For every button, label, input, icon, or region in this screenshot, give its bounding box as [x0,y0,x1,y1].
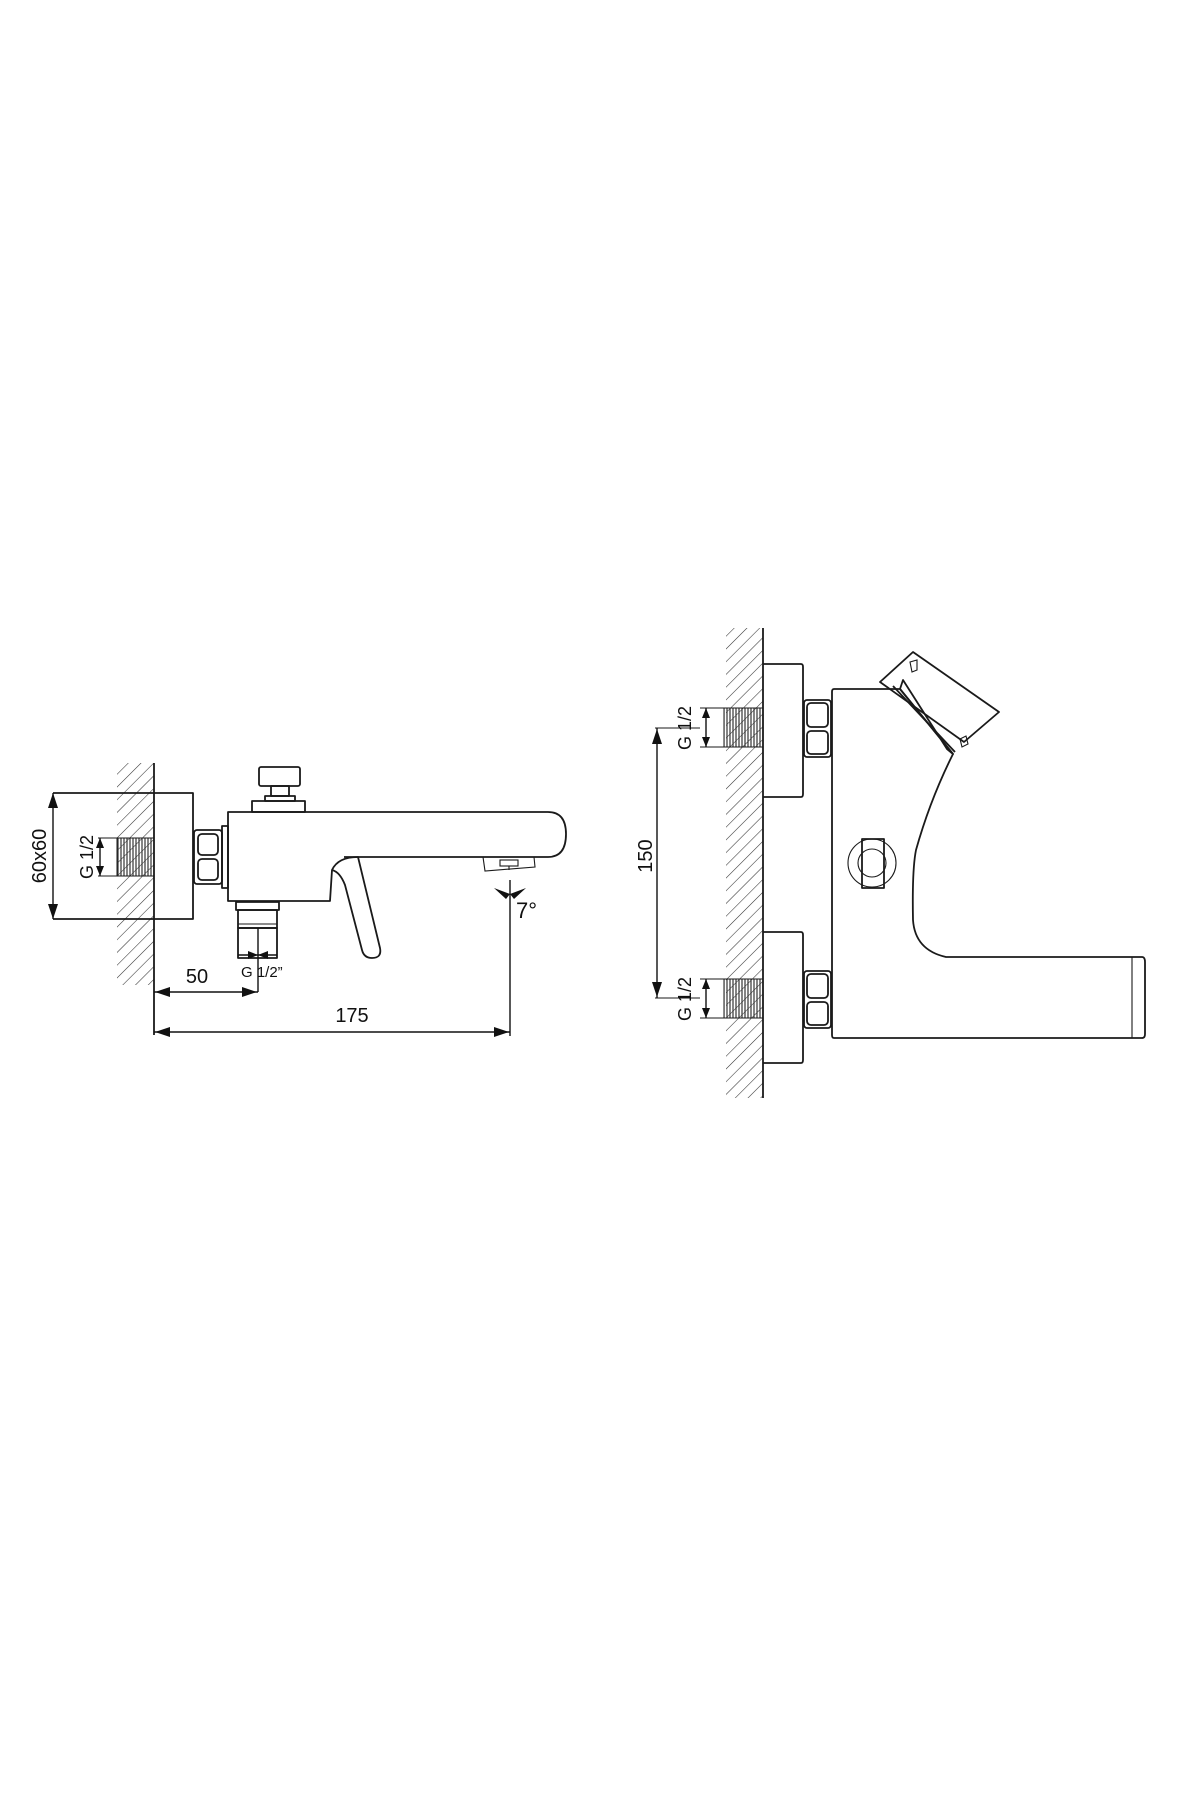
lower-rosette [763,931,804,1064]
dim-outlet-thread: G 1/2” [238,951,283,981]
dim-inlet-spacing: 150 [635,727,700,999]
wall-thread [98,837,155,877]
dim-projection: 175 [154,880,511,1037]
dim-spout-angle: 7° [494,888,537,923]
dim-upper-thread: G 1/2 [675,706,710,750]
wall-hatch-left [117,763,155,1035]
label-upper-thread: G 1/2 [675,706,695,750]
upper-connector-nut [803,699,832,758]
dim-lower-thread: G 1/2 [675,977,710,1021]
wall-hatch-right [726,628,764,1098]
lever-handle [331,856,382,959]
label-outlet-offset: 50 [186,966,208,988]
diverter-knob-front-icon [847,838,897,889]
shower-outlet [235,901,280,992]
lever-handle-front [879,651,1000,755]
dim-wall-thread: G 1/2 [77,835,104,879]
mixer-body [227,811,567,902]
label-spout-angle: 7° [516,898,537,923]
mixer-body-front [831,688,1146,1039]
upper-rosette [763,663,804,798]
dim-outlet-offset: 50 [154,966,258,997]
diverter-knob-icon [251,766,306,813]
label-lower-thread: G 1/2 [675,977,695,1021]
dim-rosette-size: 60x60 [29,793,58,919]
aerator [482,856,536,872]
label-inlet-spacing: 150 [635,839,657,872]
label-rosette-size: 60x60 [29,829,51,884]
side-view: 60x60 G 1/2 G 1/2” 50 [29,763,567,1037]
rosette-outline [53,792,194,920]
upper-wall-thread [700,707,764,748]
front-view: 150 G 1/2 G 1/2 [635,628,1146,1098]
connector-nut [193,825,229,889]
label-wall-thread: G 1/2 [77,835,97,879]
lower-wall-thread [700,978,764,1019]
label-projection: 175 [335,1005,368,1027]
lower-connector-nut [803,970,832,1029]
label-outlet-thread: G 1/2” [241,964,283,981]
